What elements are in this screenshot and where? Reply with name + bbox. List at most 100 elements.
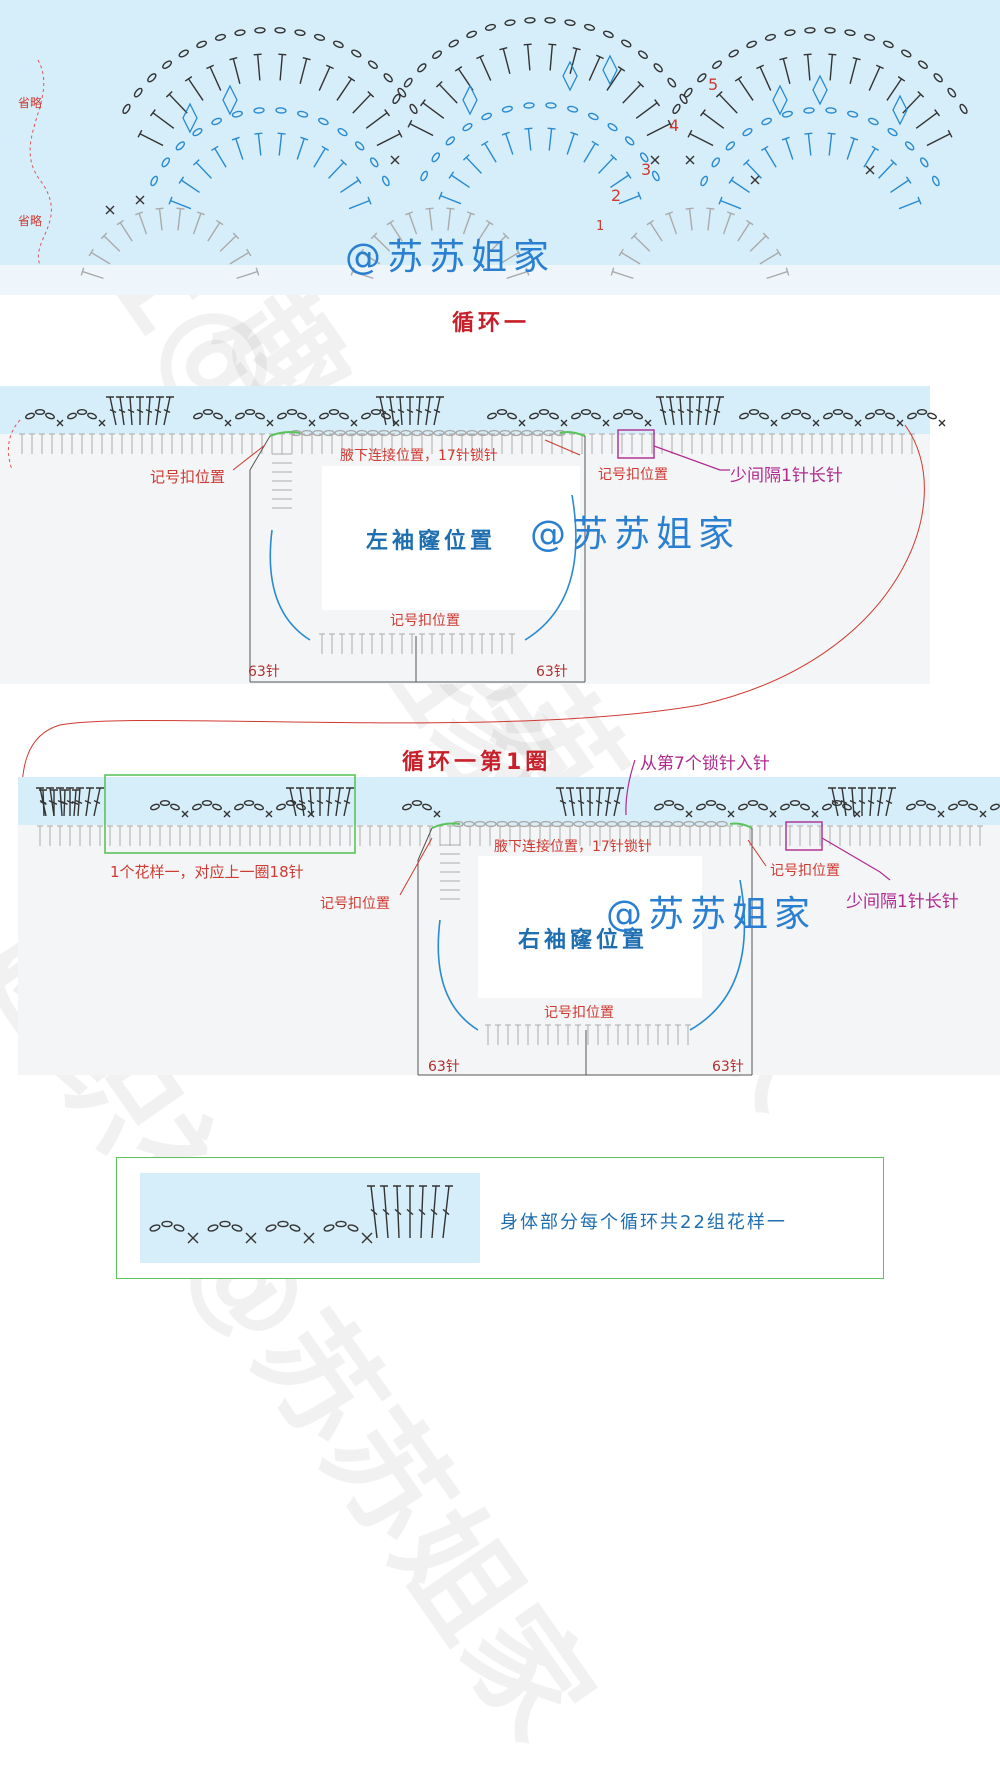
base-stitch: [447, 825, 453, 846]
base-stitch: [479, 433, 485, 454]
chain-stitch: [637, 50, 648, 60]
base-stitch: [877, 825, 883, 846]
fan-stitch: [177, 208, 182, 231]
fan-stitch: [829, 54, 834, 81]
base-stitch: [977, 825, 983, 846]
chain-stitch: [354, 141, 365, 151]
fan-stitch-top: [785, 267, 790, 276]
base-stitch: [857, 825, 863, 846]
chain-stitch: [695, 803, 707, 811]
base-stitch: [257, 825, 263, 846]
fan-stitch-top: [654, 99, 661, 107]
chain-stitch: [422, 429, 434, 437]
base-stitch: [119, 433, 125, 454]
fan-stitch-top: [905, 176, 912, 184]
fan-stitch: [749, 235, 767, 252]
double-crochet: [343, 787, 354, 817]
base-stitch: [117, 825, 123, 846]
chain-stitch: [667, 77, 677, 88]
chain-stitch: [243, 800, 255, 807]
double-crochet: [296, 787, 306, 817]
chain-stitch: [289, 1224, 301, 1232]
base-stitch: [249, 433, 255, 454]
fan-stitch: [622, 83, 642, 104]
fan-stitch-top: [196, 211, 205, 216]
chain-stitch: [683, 87, 693, 98]
base-stitch: [47, 825, 53, 846]
base-stitch: [177, 825, 183, 846]
double-crochet: [686, 396, 694, 425]
row-number-3: 3: [641, 160, 652, 179]
fan-stitch: [328, 161, 345, 179]
chain-stitch: [672, 103, 681, 115]
chain-stitch: [381, 175, 390, 187]
row-number-4: 4: [669, 116, 680, 135]
single-crochet: [224, 419, 232, 427]
chain-stitch: [370, 409, 382, 416]
fan-stitch: [103, 235, 121, 252]
single-crochet: [727, 810, 735, 818]
base-stitch: [227, 825, 233, 846]
base-stitch: [917, 825, 923, 846]
chain-stitch: [335, 1220, 347, 1228]
chain-stitch: [24, 412, 36, 420]
single-crochet: [937, 810, 945, 818]
petal-stitch: [462, 84, 478, 116]
fan-stitch-top: [637, 81, 645, 88]
chain-stitch: [274, 27, 286, 34]
chain-stitch: [323, 429, 335, 437]
chain-stitch: [150, 175, 159, 187]
fan-stitch: [408, 213, 418, 235]
chain-stitch: [403, 77, 413, 88]
fan-stitch: [612, 270, 634, 280]
armhole-curve: [269, 529, 311, 641]
fan-stitch: [235, 138, 244, 160]
armhole-curve: [524, 494, 577, 641]
base-stitch: [439, 633, 445, 654]
fan-stitch-top: [462, 154, 470, 161]
chain-stitch: [612, 412, 624, 420]
fan-stitch-top: [524, 127, 533, 130]
fan-stitch-top: [501, 131, 510, 136]
single-crochet: [307, 810, 315, 818]
base-stitch: [259, 433, 265, 454]
double-crochet: [442, 1185, 453, 1239]
chain-stitch: [265, 1224, 277, 1232]
less-gap-pointer: [821, 837, 891, 881]
fan-stitch-top: [435, 81, 443, 88]
legend-pattern-symbol: [149, 1185, 453, 1244]
marker-pointer: [747, 839, 767, 867]
base-stitch: [565, 1024, 571, 1045]
fan-stitch-top: [745, 219, 754, 226]
double-crochet: [595, 787, 604, 817]
base-stitch: [179, 433, 185, 454]
chain-stitch: [781, 110, 793, 118]
base-stitch: [339, 633, 345, 654]
double-crochet: [380, 1185, 390, 1239]
base-stitch: [37, 825, 43, 846]
fan-stitch: [499, 251, 520, 265]
double-crochet: [376, 396, 387, 426]
base-stitch: [207, 825, 213, 846]
fan-stitch-top: [756, 64, 765, 70]
chain-stitch: [481, 112, 493, 121]
base-stitch: [277, 825, 283, 846]
chain-stitch: [313, 33, 326, 41]
chain-stitch: [790, 409, 802, 416]
base-stitch: [197, 825, 203, 846]
fan-stitch: [477, 222, 491, 242]
double-crochet: [39, 789, 47, 817]
less-gap-box: [617, 429, 655, 459]
chain-stitch: [397, 87, 407, 98]
base-stitch: [509, 633, 515, 654]
base-stitch: [889, 433, 895, 454]
top-watermark: @苏苏姐家: [345, 237, 556, 278]
base-stitch: [867, 825, 873, 846]
chain-stitch: [463, 820, 475, 828]
chain-stitch: [822, 412, 834, 420]
chain-stitch: [455, 429, 467, 437]
fan-stitch: [152, 112, 175, 129]
fan-stitch: [360, 251, 381, 265]
chain-stitch: [583, 23, 596, 31]
fan-stitch-top: [875, 64, 884, 70]
